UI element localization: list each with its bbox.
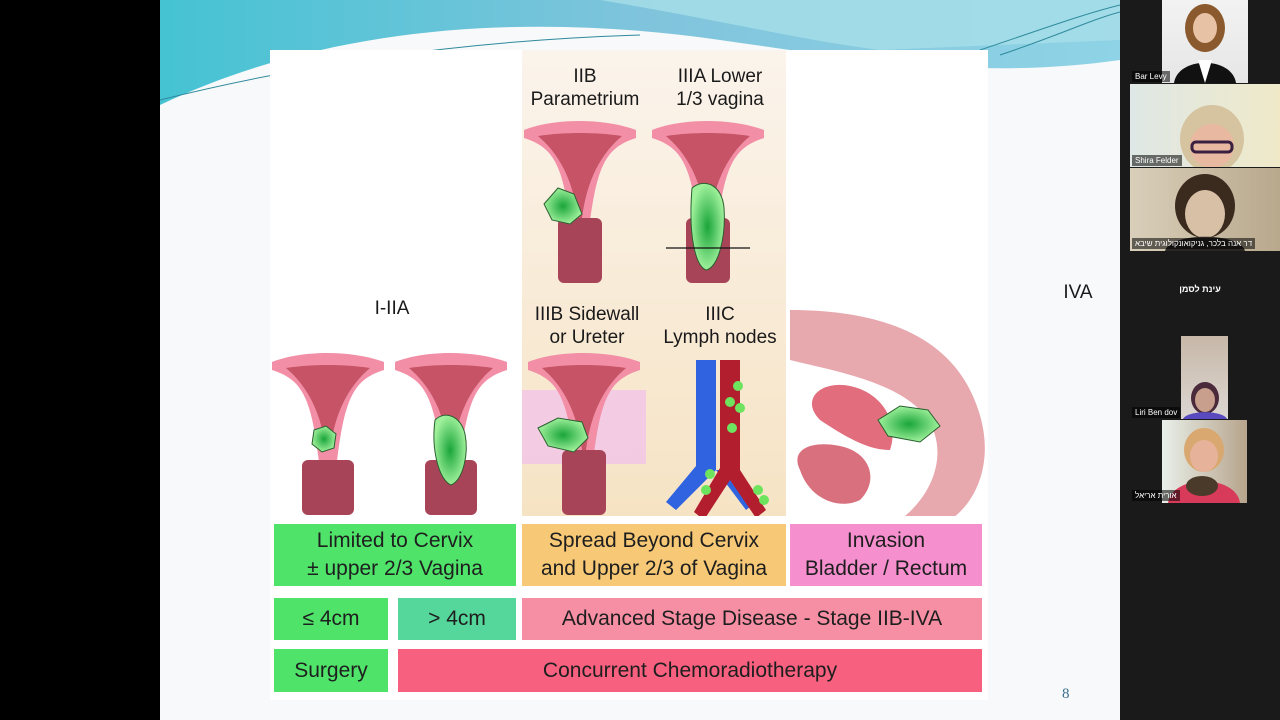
size-box-gt-4cm: > 4cm — [398, 598, 516, 640]
participant-name-no-video[interactable]: עינת לסמן — [1179, 284, 1221, 294]
participant-avatar — [1174, 4, 1236, 83]
size-box-le-4cm: ≤ 4cm — [274, 598, 388, 640]
participant-name-label: דר אנה בלכר, גניקואונקולוגית שיבא — [1132, 238, 1256, 249]
stage-label-iiic-sub: Lymph nodes — [663, 327, 777, 348]
stage-label-i-iia: I-IIA — [374, 298, 410, 319]
extent-box-line1: Invasion — [846, 529, 926, 552]
participant-avatar — [1183, 382, 1227, 419]
stage-label-iiic: IIIC — [705, 304, 735, 325]
extent-box-line1: Limited to Cervix — [316, 529, 474, 552]
participant-video-tile[interactable] — [1130, 84, 1280, 167]
uterus-illustration-iia — [395, 353, 507, 515]
participant-name-label: Shira Felder — [1132, 155, 1182, 166]
presentation-slide: I-IIA IIB Parametrium IIIA Lower 1/3 vag… — [160, 0, 1120, 720]
participant-avatar — [1180, 105, 1244, 167]
participant-video-tile[interactable] — [1162, 0, 1248, 83]
participant-name-label: אורית אריאל — [1132, 490, 1180, 501]
treatment-box-chemoradiotherapy: Concurrent Chemoradiotherapy — [398, 649, 982, 692]
participant-name-label: Liri Ben dov — [1132, 407, 1181, 418]
stage-label-iiia-sub: 1/3 vagina — [676, 89, 764, 110]
extent-box-line2: ± upper 2/3 Vagina — [307, 557, 483, 580]
uterus-illustration-i — [272, 353, 384, 515]
stage-label-iiia: IIIA Lower — [677, 66, 763, 87]
treatment-box-surgery: Surgery — [274, 649, 388, 692]
extent-box-line2: Bladder / Rectum — [804, 557, 968, 580]
stage-label-iib-sub: Parametrium — [530, 89, 640, 110]
vessels-lymph-nodes-illustration — [666, 360, 769, 516]
participant-avatar — [1168, 428, 1240, 503]
participant-name-label: Bar Levy — [1132, 71, 1170, 82]
cervical-cancer-staging-figure: I-IIA IIB Parametrium IIIA Lower 1/3 vag… — [270, 50, 1093, 700]
stage-label-iva: IVA — [1063, 282, 1093, 303]
anatomy-illustrations — [272, 121, 985, 516]
uterus-illustration-iiia — [652, 121, 764, 283]
participant-video-tile[interactable] — [1162, 420, 1247, 503]
extent-box-line1: Spread Beyond Cervix — [548, 529, 760, 552]
advanced-stage-box: Advanced Stage Disease - Stage IIB-IVA — [522, 598, 982, 640]
slide-page-number: 8 — [1062, 686, 1070, 702]
participant-video-tile[interactable] — [1181, 336, 1228, 419]
extent-box-spread-beyond-cervix: Spread Beyond Cervix and Upper 2/3 of Vag… — [522, 524, 786, 586]
stage-label-iiib: IIIB Sidewall — [534, 304, 640, 325]
extent-box-limited-to-cervix: Limited to Cervix ± upper 2/3 Vagina — [274, 524, 516, 586]
pelvic-organs-illustration-iva — [790, 310, 985, 516]
uterus-illustration-iib — [524, 121, 636, 283]
video-participants-panel: Bar Levy Shira Felder דר אנה בלכר, גניקו… — [1120, 0, 1280, 720]
stage-label-iiib-sub: or Ureter — [549, 327, 625, 348]
stage-label-iib: IIB — [573, 66, 597, 87]
extent-box-line2: and Upper 2/3 of Vagina — [540, 557, 768, 580]
uterus-illustration-iiib — [522, 353, 646, 515]
